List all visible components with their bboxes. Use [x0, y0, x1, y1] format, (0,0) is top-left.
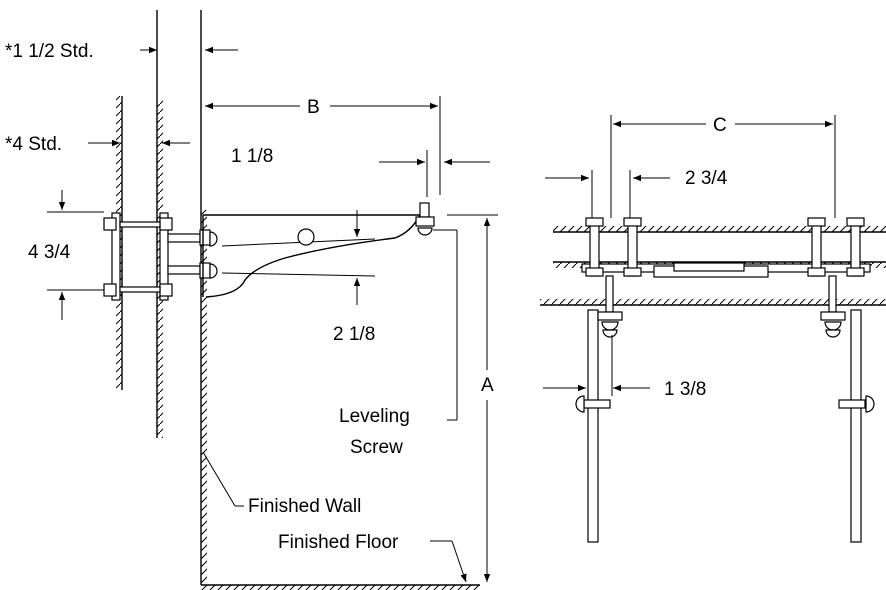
dim-label-4-3-4: 4 3/4 — [28, 242, 71, 263]
right-front-view: C 2 3/4 1 3/8 — [540, 115, 886, 543]
left-side-view: *1 1/2 Std. *4 Std. B 1 1/8 — [5, 10, 498, 590]
dim-label-c: C — [713, 115, 727, 136]
finished-wall-callout: Finished Wall — [202, 451, 361, 517]
support-arms — [575, 309, 875, 543]
dim-label-b: B — [307, 97, 320, 118]
dim-label-1-1-8: 1 1/8 — [231, 146, 273, 167]
dim-4-std: *4 Std. — [5, 134, 190, 155]
finished-floor-callout: Finished Floor — [278, 532, 467, 583]
dim-1-1-2-std: *1 1/2 Std. — [5, 41, 238, 62]
leveling-screw-label-line1: Leveling — [339, 406, 410, 427]
leveling-screw-label-line2: Screw — [350, 437, 403, 458]
dim-2-3-4: 2 3/4 — [545, 168, 728, 218]
backing-plate — [103, 212, 218, 301]
dim-1-3-8: 1 3/8 — [543, 335, 706, 400]
channel-bar — [581, 262, 871, 278]
threaded-bolts — [585, 217, 865, 313]
dim-label-2-1-8: 2 1/8 — [333, 324, 375, 345]
finished-floor-label: Finished Floor — [278, 532, 399, 553]
dim-label-2-3-4: 2 3/4 — [685, 168, 728, 189]
dim-label-stud-1-1-2: *1 1/2 Std. — [5, 41, 94, 62]
finished-wall-label: Finished Wall — [248, 496, 361, 517]
dim-2-1-8: 2 1/8 — [333, 210, 375, 345]
dim-a: A — [447, 214, 498, 582]
dim-label-a: A — [481, 375, 494, 396]
bracket-arm — [202, 214, 422, 298]
dim-c: C — [610, 115, 836, 218]
dim-b: B — [205, 96, 441, 195]
dim-label-1-3-8: 1 3/8 — [664, 379, 706, 400]
leveling-screw-callout: Leveling Screw — [339, 406, 410, 458]
dim-label-stud-4: *4 Std. — [5, 134, 62, 155]
dim-4-3-4: 4 3/4 — [28, 190, 104, 320]
leveling-screw — [415, 202, 458, 421]
finished-floor-line — [201, 584, 480, 590]
dim-1-1-8: 1 1/8 — [231, 146, 490, 197]
